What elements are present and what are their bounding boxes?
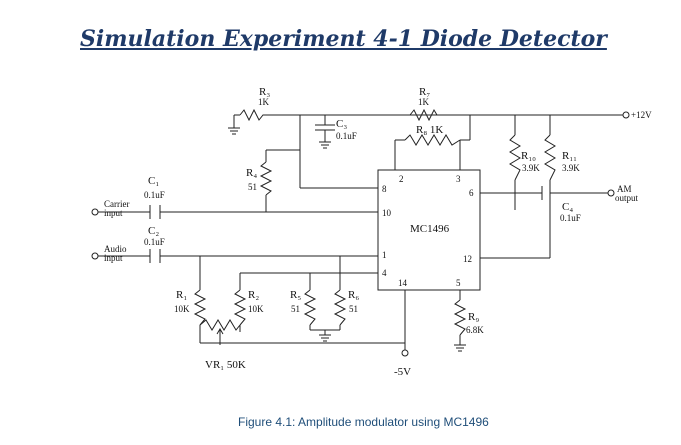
audio-label-line2: input	[104, 253, 123, 263]
r3-value: 1K	[258, 97, 270, 107]
r10-ref: R₁₀	[521, 150, 536, 162]
c4-value: 0.1uF	[560, 213, 581, 223]
resistor-r9	[453, 299, 467, 336]
svg-text:4: 4	[382, 268, 387, 278]
svg-text:8: 8	[382, 184, 387, 194]
r8-ref: R₈ 1K	[416, 124, 443, 136]
svg-text:14: 14	[398, 278, 408, 288]
resistor-r11	[544, 134, 556, 181]
c2-ref: C₂	[148, 225, 159, 237]
resistor-r4	[259, 161, 273, 196]
r6-ref: R₆	[348, 289, 359, 301]
figure-caption: Figure 4.1: Amplitude modulator using MC…	[238, 415, 489, 429]
c3-value: 0.1uF	[336, 131, 357, 141]
svg-text:10: 10	[382, 208, 392, 218]
r3-ref: R₃	[259, 86, 270, 98]
capacitors	[149, 124, 551, 263]
ic-name: MC1496	[410, 223, 450, 235]
r2-value: 10K	[248, 304, 264, 314]
resistor-r1	[193, 289, 207, 326]
r11-ref: R₁₁	[562, 150, 577, 162]
page-title: Simulation Experiment 4-1 Diode Detector	[80, 26, 607, 52]
vplus-label: +12V	[631, 110, 652, 120]
svg-text:2: 2	[399, 174, 404, 184]
c2-value: 0.1uF	[144, 237, 165, 247]
r5-value: 51	[291, 304, 300, 314]
svg-text:1: 1	[382, 250, 387, 260]
c3-ref: C₃	[336, 118, 347, 130]
ground-icon	[319, 334, 331, 342]
vminus-label: -5V	[394, 366, 411, 378]
audio-label-line1: Audio	[104, 244, 127, 254]
resistor-r3	[239, 108, 266, 122]
wires	[98, 111, 630, 357]
resistor-r5	[303, 289, 317, 326]
svg-text:3: 3	[456, 174, 461, 184]
r10-value: 3.9K	[522, 163, 540, 173]
ground-icon	[319, 141, 331, 149]
c4-ref: C₄	[562, 201, 573, 213]
r7-ref: R₇	[419, 86, 430, 98]
r11-value: 3.9K	[562, 163, 580, 173]
resistor-r7	[409, 108, 438, 122]
am-output-terminal	[607, 189, 615, 197]
resistor-r6	[333, 289, 347, 326]
capacitor-c4	[541, 186, 551, 200]
resistors	[193, 108, 556, 345]
r9-ref: R₉	[468, 311, 479, 323]
c1-value: 0.1uF	[144, 190, 165, 200]
terminal-labels: +12V -5V Carrier input Audio input AM ou…	[104, 110, 652, 378]
vplus-terminal	[622, 111, 630, 119]
r4-value: 51	[248, 182, 257, 192]
carrier-label-line2: input	[104, 208, 123, 218]
r9-value: 6.8K	[466, 325, 484, 335]
svg-text:5: 5	[456, 278, 461, 288]
r4-ref: R₄	[246, 167, 257, 179]
r6-value: 51	[349, 304, 358, 314]
svg-text:12: 12	[463, 254, 472, 264]
svg-text:6: 6	[469, 188, 474, 198]
c1-ref: C₁	[148, 175, 159, 187]
r7-value: 1K	[418, 97, 430, 107]
ground-icon	[454, 344, 466, 352]
resistor-r10	[509, 134, 521, 181]
r1-value: 10K	[174, 304, 190, 314]
carrier-input-terminal	[91, 208, 99, 216]
ground-icon	[228, 127, 240, 135]
am-label-line2: output	[615, 193, 639, 203]
capacitor-c3	[315, 124, 335, 142]
resistor-r8	[404, 134, 461, 146]
r5-ref: R₅	[290, 289, 301, 301]
resistor-r2	[233, 289, 247, 326]
component-labels: R₃ 1K R₇ 1K R₈ 1K C₃ 0.1uF R₄ 51 C₁ 0.1u…	[144, 86, 581, 371]
grounds	[228, 127, 466, 352]
potentiometer-vr1	[199, 319, 241, 331]
vminus-terminal	[401, 349, 409, 357]
audio-input-terminal	[91, 252, 99, 260]
r1-ref: R₁	[176, 289, 187, 301]
carrier-label-line1: Carrier	[104, 199, 129, 209]
r2-ref: R₂	[248, 289, 259, 301]
ic-mc1496: MC1496 2 3 8 10 6 1 4 14 12 5	[377, 169, 481, 291]
vr1-label: VR₁ 50K	[205, 359, 246, 371]
capacitor-c1	[149, 205, 161, 219]
am-label-line1: AM	[617, 184, 632, 194]
capacitor-c2	[149, 249, 161, 263]
